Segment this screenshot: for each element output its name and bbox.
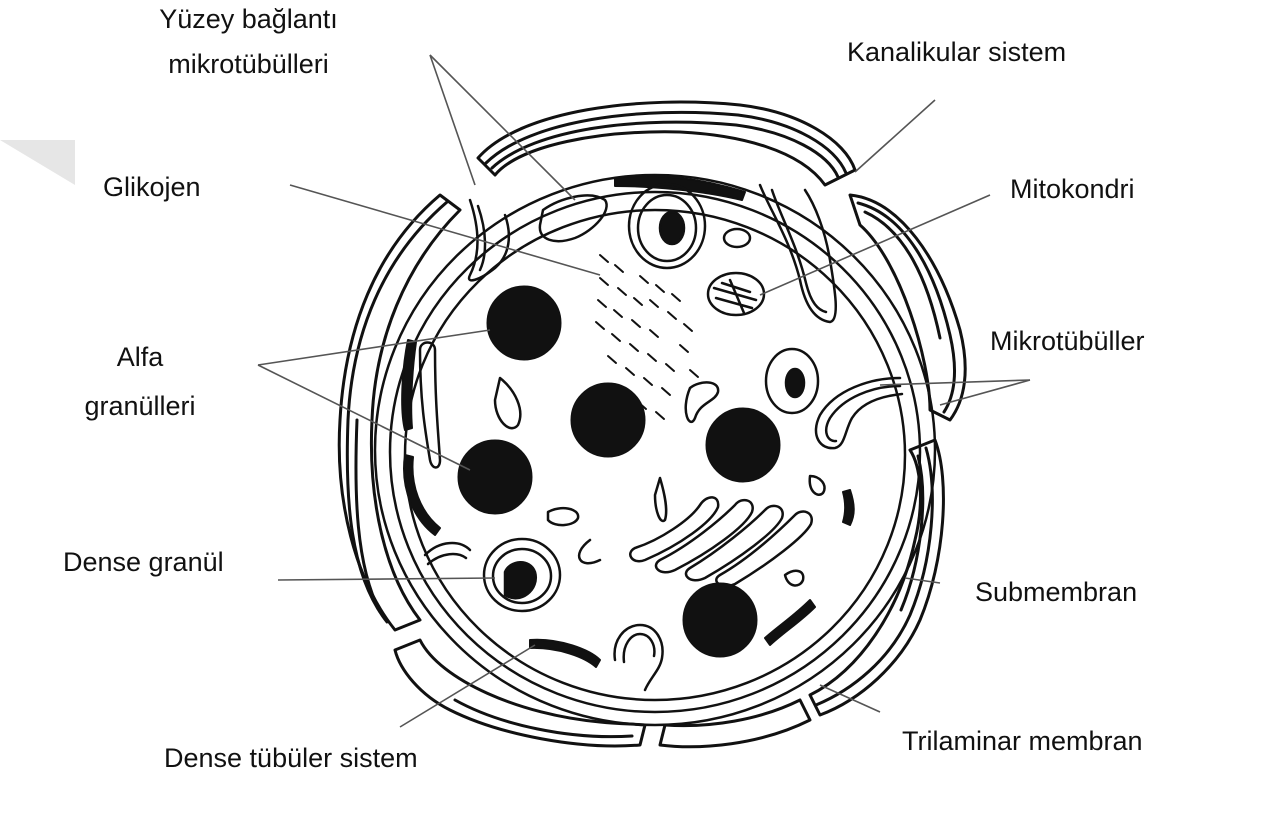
label-surface-connected-microtubules-line2: mikrotübülleri [116, 47, 381, 82]
label-dense-tubular-system: Dense tübüler sistem [164, 741, 418, 776]
label-alpha-granules-line2: granülleri [60, 389, 220, 424]
label-surface-connected-microtubules: Yüzey bağlantı mikrotübülleri [116, 2, 381, 82]
label-mitochondria: Mitokondri [1010, 172, 1135, 207]
label-dense-granule: Dense granül [63, 545, 224, 580]
label-alpha-granules-line1: Alfa [60, 340, 220, 375]
label-alpha-granules: Alfa granülleri [60, 340, 220, 424]
label-canalicular-system: Kanalikular sistem [847, 35, 1066, 70]
label-surface-connected-microtubules-line1: Yüzey bağlantı [116, 2, 381, 37]
label-glycogen: Glikojen [103, 170, 201, 205]
label-submembrane: Submembran [975, 575, 1137, 610]
label-trilaminar-membrane: Trilaminar membran [902, 724, 1143, 759]
label-microtubules: Mikrotübüller [990, 324, 1145, 359]
